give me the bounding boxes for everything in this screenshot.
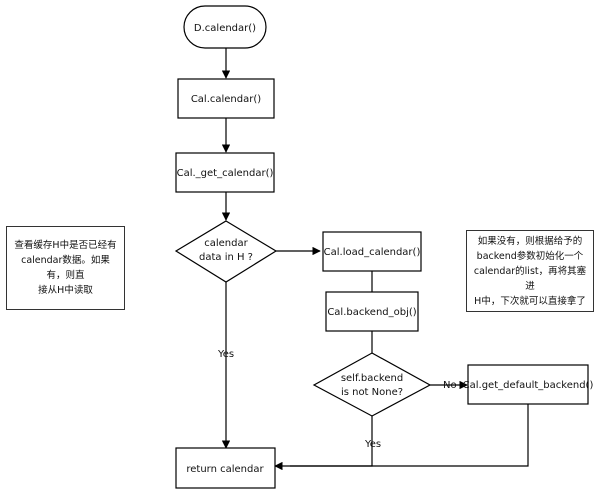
get-default-backend-node[interactable] [467,364,589,405]
decision-in-h-node[interactable] [174,220,278,283]
decision-backend-node[interactable] [312,352,432,417]
cal-calendar-label: Cal.calendar() [191,94,261,105]
get-default-backend-label: Cal.get_default_backend() [463,380,594,391]
edge-default-to-return [290,404,529,467]
note-left-cache-check: 查看缓存H中是否已经有 calendar数据。如果有，则直 接从H中读取 [6,226,125,310]
note-left-line-2: calendar数据。如果有，则直 [21,255,110,281]
edge-label-backend-yes: Yes [364,439,381,450]
start-node[interactable] [183,5,267,49]
cal-calendar-node[interactable] [177,78,275,119]
get-calendar-node[interactable] [175,152,275,193]
decision-backend-label-1: self.backend [341,373,403,384]
note-right-line-2: backend参数初始化一个 [476,250,584,262]
decision-in-h-label-1: calendar [204,238,248,249]
note-left-line-1: 查看缓存H中是否已经有 [14,240,117,251]
note-right-backend-init: 如果没有，则根据给予的 backend参数初始化一个 calendar的list… [466,230,594,312]
note-left-line-3: 接从H中读取 [38,285,93,296]
decision-in-h-label-2: data in H ? [199,252,253,263]
edge-backend-yes-to-return [274,416,373,471]
decision-backend-label-2: is not None? [341,387,403,398]
get-calendar-label: Cal._get_calendar() [177,168,274,179]
backend-obj-label: Cal.backend_obj() [327,307,416,318]
load-calendar-node[interactable] [322,231,422,272]
return-calendar-node[interactable] [175,447,276,489]
return-calendar-label: return calendar [186,464,264,475]
start-node-label: D.calendar() [194,23,256,34]
note-right-line-3: calendar的list，再将其塞进 [473,265,587,292]
note-right-line-4: H中，下次就可以直接拿了 [474,295,586,307]
edge-label-backend-no: No [443,380,457,391]
edge-label-in-h-yes: Yes [217,349,234,360]
note-right-line-1: 如果没有，则根据给予的 [477,235,583,247]
backend-obj-node[interactable] [325,291,419,332]
load-calendar-label: Cal.load_calendar() [324,247,421,258]
